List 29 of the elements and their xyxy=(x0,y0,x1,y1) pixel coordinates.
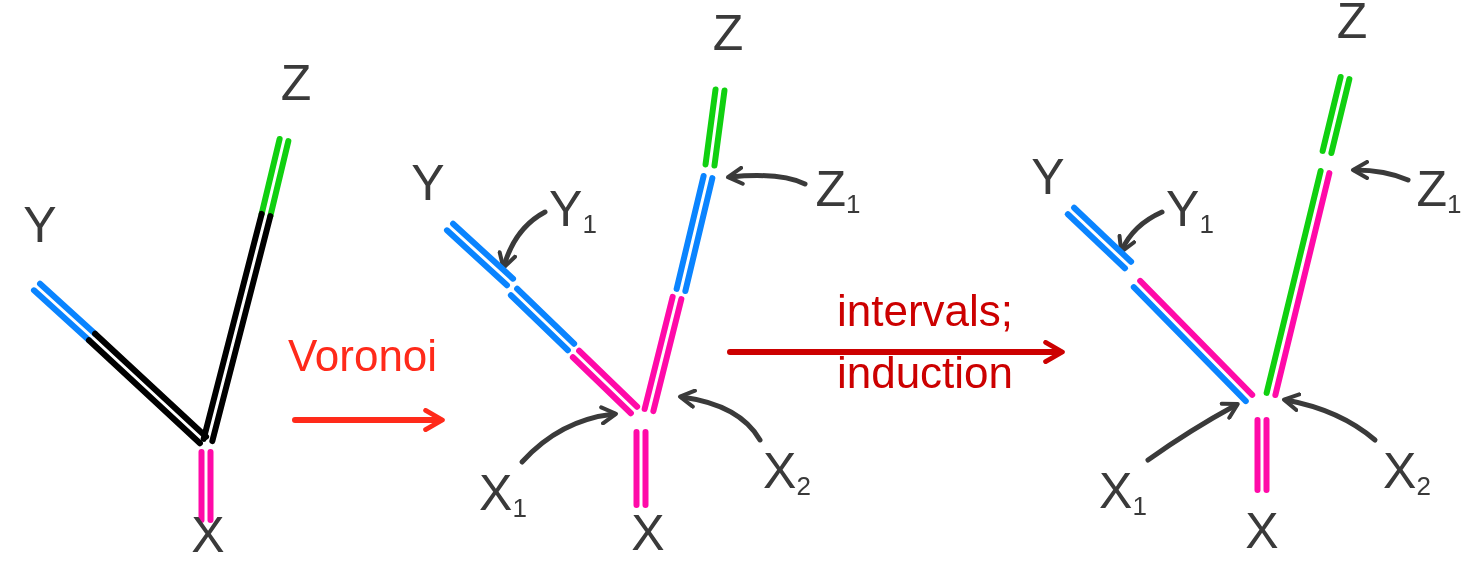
point-label: X$_{1}$ xyxy=(479,468,527,518)
point-label: X xyxy=(191,510,225,560)
point-label: Z xyxy=(712,8,744,58)
arrow xyxy=(1145,401,1240,463)
arrow xyxy=(727,340,1065,364)
leader-line xyxy=(1118,209,1165,254)
arrow xyxy=(292,408,445,432)
point-label: Y$_{1}$ xyxy=(549,184,597,234)
point-label: Z$_{1}$ xyxy=(815,164,861,214)
point-label: Z xyxy=(280,58,312,108)
point-label: X xyxy=(1245,506,1279,556)
arrow xyxy=(726,166,808,187)
point-label: Z xyxy=(1336,0,1368,46)
point-label: X$_{2}$ xyxy=(763,446,811,496)
point-label: Z$_{1}$ xyxy=(1416,164,1462,214)
point-label: X$_{2}$ xyxy=(1383,446,1431,496)
arrow xyxy=(519,405,618,465)
edge-label: Voronoi xyxy=(287,330,438,382)
point-label: Y xyxy=(1031,152,1065,202)
point-label: Y xyxy=(411,158,445,208)
leader-line xyxy=(498,209,548,270)
point-label: X$_{1}$ xyxy=(1099,466,1147,516)
point-label: Y xyxy=(23,200,57,250)
arrow xyxy=(1351,160,1411,183)
edge-label: intervals; induction xyxy=(835,285,1015,399)
point-label: X xyxy=(631,508,665,558)
point-label: Y$_{1}$ xyxy=(1166,184,1214,234)
arrow xyxy=(1282,392,1378,443)
arrow xyxy=(678,389,763,443)
